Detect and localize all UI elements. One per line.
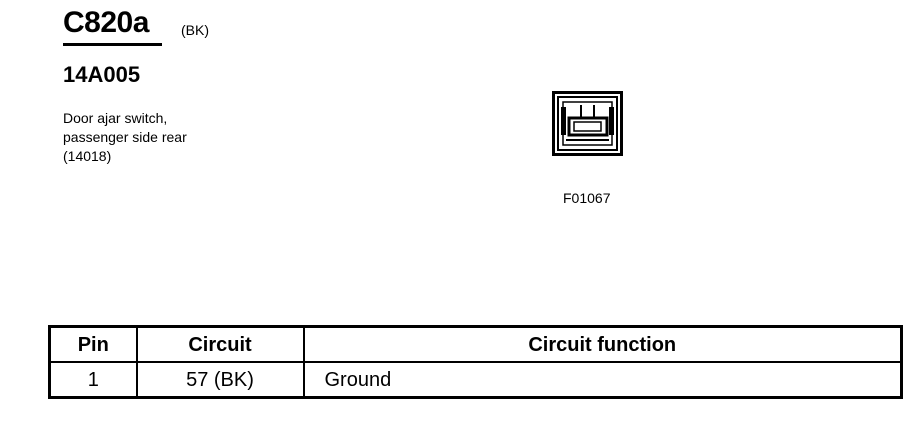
part-number: 14A005 bbox=[63, 62, 141, 87]
column-header-function: Circuit function bbox=[302, 325, 903, 363]
connector-id-underline bbox=[63, 43, 162, 46]
cell-circuit: 57 (BK) bbox=[135, 361, 305, 399]
cell-pin: 1 bbox=[48, 361, 138, 399]
cell-function: Ground bbox=[302, 361, 903, 399]
connector-color: (BK) bbox=[181, 22, 209, 38]
figure-code: F01067 bbox=[563, 190, 611, 206]
connector-face-icon bbox=[552, 91, 623, 156]
component-description: Door ajar switch, passenger side rear (1… bbox=[63, 109, 187, 166]
table-header-row: Pin Circuit Circuit function bbox=[48, 325, 903, 363]
table-row: 1 57 (BK) Ground bbox=[48, 361, 903, 399]
connector-id: C820a bbox=[63, 6, 149, 39]
description-line: Door ajar switch, bbox=[63, 110, 168, 126]
column-header-circuit: Circuit bbox=[135, 325, 305, 363]
description-line: passenger side rear bbox=[63, 129, 187, 145]
description-line: (14018) bbox=[63, 148, 112, 164]
column-header-pin: Pin bbox=[48, 325, 138, 363]
pinout-table: Pin Circuit Circuit function 1 57 (BK) G… bbox=[48, 325, 903, 399]
